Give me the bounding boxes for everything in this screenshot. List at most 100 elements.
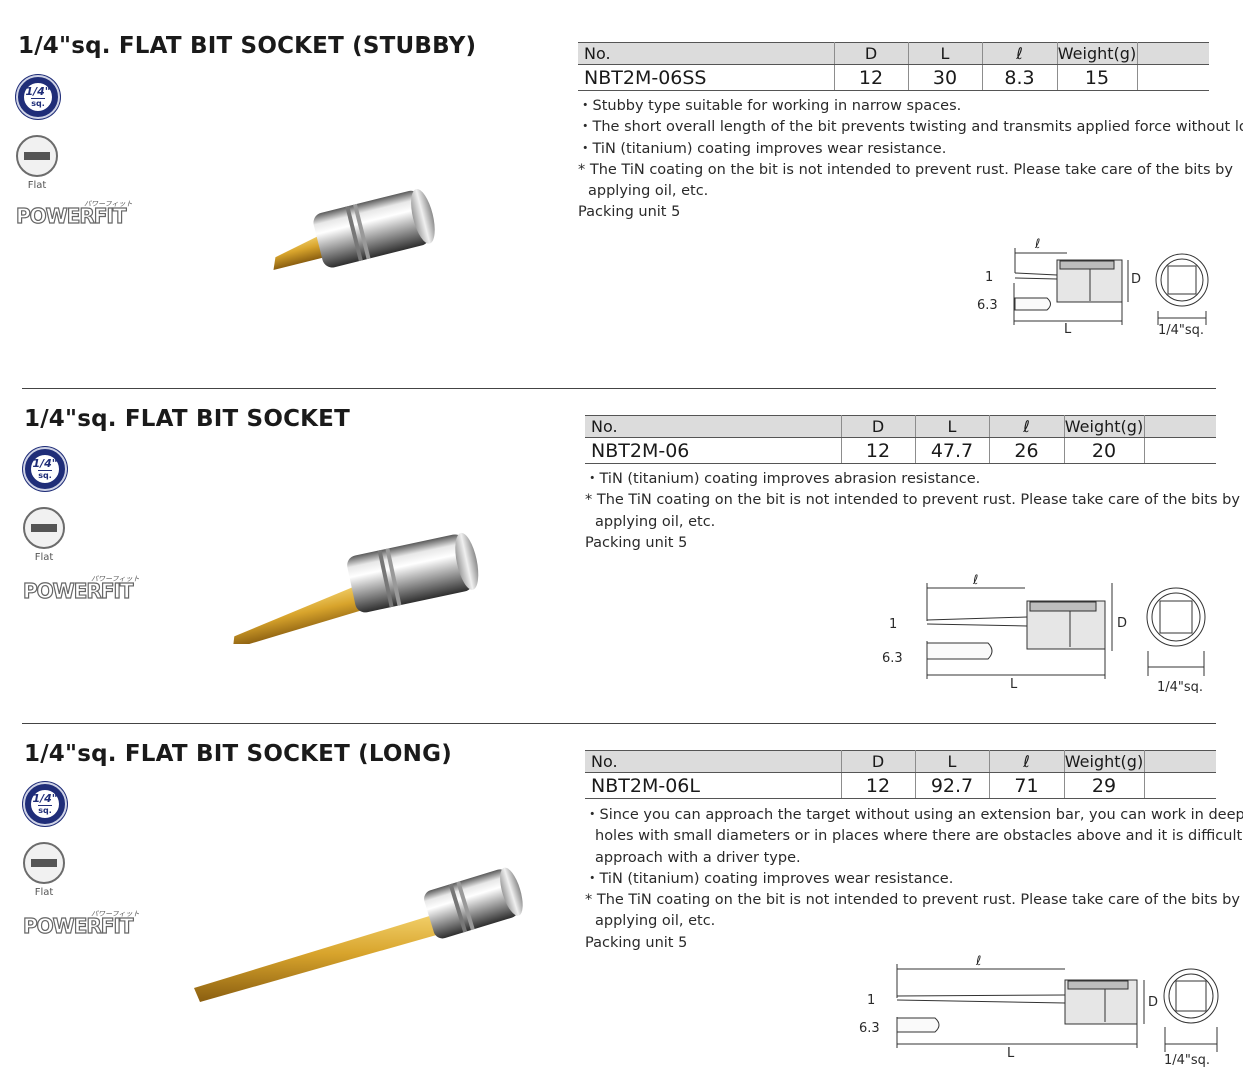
square-drive-badge-icon: 1/4" sq. xyxy=(23,447,67,491)
col-d: D xyxy=(834,42,909,65)
col-no: No. xyxy=(585,415,842,438)
feature-notes: ・Stubby type suitable for working in nar… xyxy=(578,96,1243,224)
col-d: D xyxy=(841,750,916,773)
note-line: applying oil, etc. xyxy=(595,913,716,930)
col-l: L xyxy=(908,42,983,65)
dim-one: 1 xyxy=(889,617,897,632)
note-line: holes with small diameters or in places … xyxy=(595,828,1243,845)
product-photo xyxy=(232,532,479,644)
cell-weight: 15 xyxy=(1057,64,1138,91)
dim-ell: ℓ xyxy=(1034,237,1040,252)
dim-d: D xyxy=(1131,272,1141,287)
dimension-drawing: ℓ L D 1 6.3 1/4"sq. xyxy=(882,573,1206,693)
col-ell: ℓ xyxy=(989,415,1065,438)
dim-sq: 1/4"sq. xyxy=(1158,323,1204,338)
dim-d: D xyxy=(1148,995,1158,1010)
logo-katakana: パワーフィット xyxy=(84,200,133,208)
square-drive-badge-icon: 1/4" sq. xyxy=(16,75,60,119)
logo-katakana: パワーフィット xyxy=(91,575,140,583)
cell-weight: 20 xyxy=(1064,437,1145,464)
dim-d: D xyxy=(1117,616,1127,631)
flat-label: Flat xyxy=(27,180,47,191)
col-no: No. xyxy=(578,42,835,65)
col-no: No. xyxy=(585,750,842,773)
spec-table: No. D L ℓ Weight(g) NBT2M-06 12 47.7 26 … xyxy=(585,415,1216,464)
col-l: L xyxy=(915,750,990,773)
product-photo xyxy=(194,867,523,1002)
packing-unit: Packing unit 5 xyxy=(585,934,688,951)
dimension-drawing: ℓ L D 1 6.3 1/4"sq. xyxy=(977,237,1209,338)
product-section-long: 1/4"sq. FLAT BIT SOCKET (LONG) 1/4" sq. … xyxy=(0,724,1243,1073)
dim-sq: 1/4"sq. xyxy=(1164,1053,1210,1067)
dim-l: L xyxy=(1064,322,1072,337)
dimension-drawing: ℓ L D 1 6.3 1/4"sq. xyxy=(859,954,1219,1067)
flat-tip-icon xyxy=(16,135,58,177)
dim-one: 1 xyxy=(985,270,993,285)
col-l: L xyxy=(915,415,990,438)
dim-l: L xyxy=(1010,677,1018,692)
dim-one: 1 xyxy=(867,993,875,1008)
packing-unit: Packing unit 5 xyxy=(578,204,681,221)
product-title: 1/4"sq. FLAT BIT SOCKET (STUBBY) xyxy=(18,33,477,59)
dim-ell: ℓ xyxy=(975,954,981,969)
powerfit-logo: POWERFIT xyxy=(22,913,134,938)
powerfit-logo: POWERFIT xyxy=(15,203,127,228)
flat-label: Flat xyxy=(34,887,54,898)
col-weight: Weight(g) xyxy=(1064,415,1145,438)
dim-l: L xyxy=(1007,1046,1015,1061)
dim-six: 6.3 xyxy=(882,651,903,666)
note-line: applying oil, etc. xyxy=(595,513,716,530)
col-weight: Weight(g) xyxy=(1064,750,1145,773)
note-line: ・TiN (titanium) coating improves wear re… xyxy=(585,870,954,887)
note-line: ・TiN (titanium) coating improves abrasio… xyxy=(585,471,981,487)
packing-unit: Packing unit 5 xyxy=(585,534,688,551)
cell-d: 12 xyxy=(841,437,916,464)
cell-d: 12 xyxy=(841,772,916,799)
dim-sq: 1/4"sq. xyxy=(1157,680,1203,693)
note-line: ・Stubby type suitable for working in nar… xyxy=(578,98,962,114)
note-line: applying oil, etc. xyxy=(588,183,709,200)
cell-ell: 71 xyxy=(989,772,1065,799)
col-ell: ℓ xyxy=(982,42,1058,65)
cell-l: 30 xyxy=(908,64,983,91)
section-divider xyxy=(22,723,1216,724)
cell-weight: 29 xyxy=(1064,772,1145,799)
note-line: ・Since you can approach the target witho… xyxy=(585,807,1243,823)
note-line: ・The short overall length of the bit pre… xyxy=(578,119,1243,136)
note-line: approach with a driver type. xyxy=(595,849,801,866)
flat-tip-icon xyxy=(23,842,65,884)
cell-no: NBT2M-06L xyxy=(585,772,842,799)
flat-label: Flat xyxy=(34,552,54,563)
feature-notes: ・TiN (titanium) coating improves abrasio… xyxy=(585,469,1240,554)
col-ell: ℓ xyxy=(989,750,1065,773)
flat-tip-icon xyxy=(23,507,65,549)
product-photo xyxy=(273,189,435,271)
logo-katakana: パワーフィット xyxy=(91,910,140,918)
dim-ell: ℓ xyxy=(972,573,978,588)
cell-l: 92.7 xyxy=(915,772,990,799)
dim-six: 6.3 xyxy=(859,1021,880,1036)
spec-table: No. D L ℓ Weight(g) NBT2M-06L 12 92.7 71… xyxy=(585,750,1216,799)
note-line: * The TiN coating on the bit is not inte… xyxy=(578,161,1233,178)
col-weight: Weight(g) xyxy=(1057,42,1138,65)
product-title: 1/4"sq. FLAT BIT SOCKET (LONG) xyxy=(24,741,452,767)
note-line: * The TiN coating on the bit is not inte… xyxy=(585,892,1240,909)
cell-no: NBT2M-06SS xyxy=(578,64,835,91)
cell-no: NBT2M-06 xyxy=(585,437,842,464)
col-d: D xyxy=(841,415,916,438)
spec-table: No. D L ℓ Weight(g) NBT2M-06SS 12 30 8.3… xyxy=(578,42,1209,91)
cell-ell: 26 xyxy=(989,437,1065,464)
cell-l: 47.7 xyxy=(915,437,990,464)
powerfit-logo: POWERFIT xyxy=(22,578,134,603)
note-line: * The TiN coating on the bit is not inte… xyxy=(585,492,1240,509)
product-section-standard: 1/4"sq. FLAT BIT SOCKET 1/4" sq. Flat パワ… xyxy=(0,389,1243,723)
square-drive-badge-icon: 1/4" sq. xyxy=(23,782,67,826)
product-section-stubby: 1/4"sq. FLAT BIT SOCKET (STUBBY) 1/4" sq… xyxy=(0,0,1243,388)
cell-ell: 8.3 xyxy=(982,64,1058,91)
feature-notes: ・Since you can approach the target witho… xyxy=(585,805,1243,954)
note-line: ・TiN (titanium) coating improves wear re… xyxy=(578,140,947,157)
section-divider xyxy=(22,388,1216,389)
cell-d: 12 xyxy=(834,64,909,91)
dim-six: 6.3 xyxy=(977,298,998,313)
product-title: 1/4"sq. FLAT BIT SOCKET xyxy=(24,406,350,432)
